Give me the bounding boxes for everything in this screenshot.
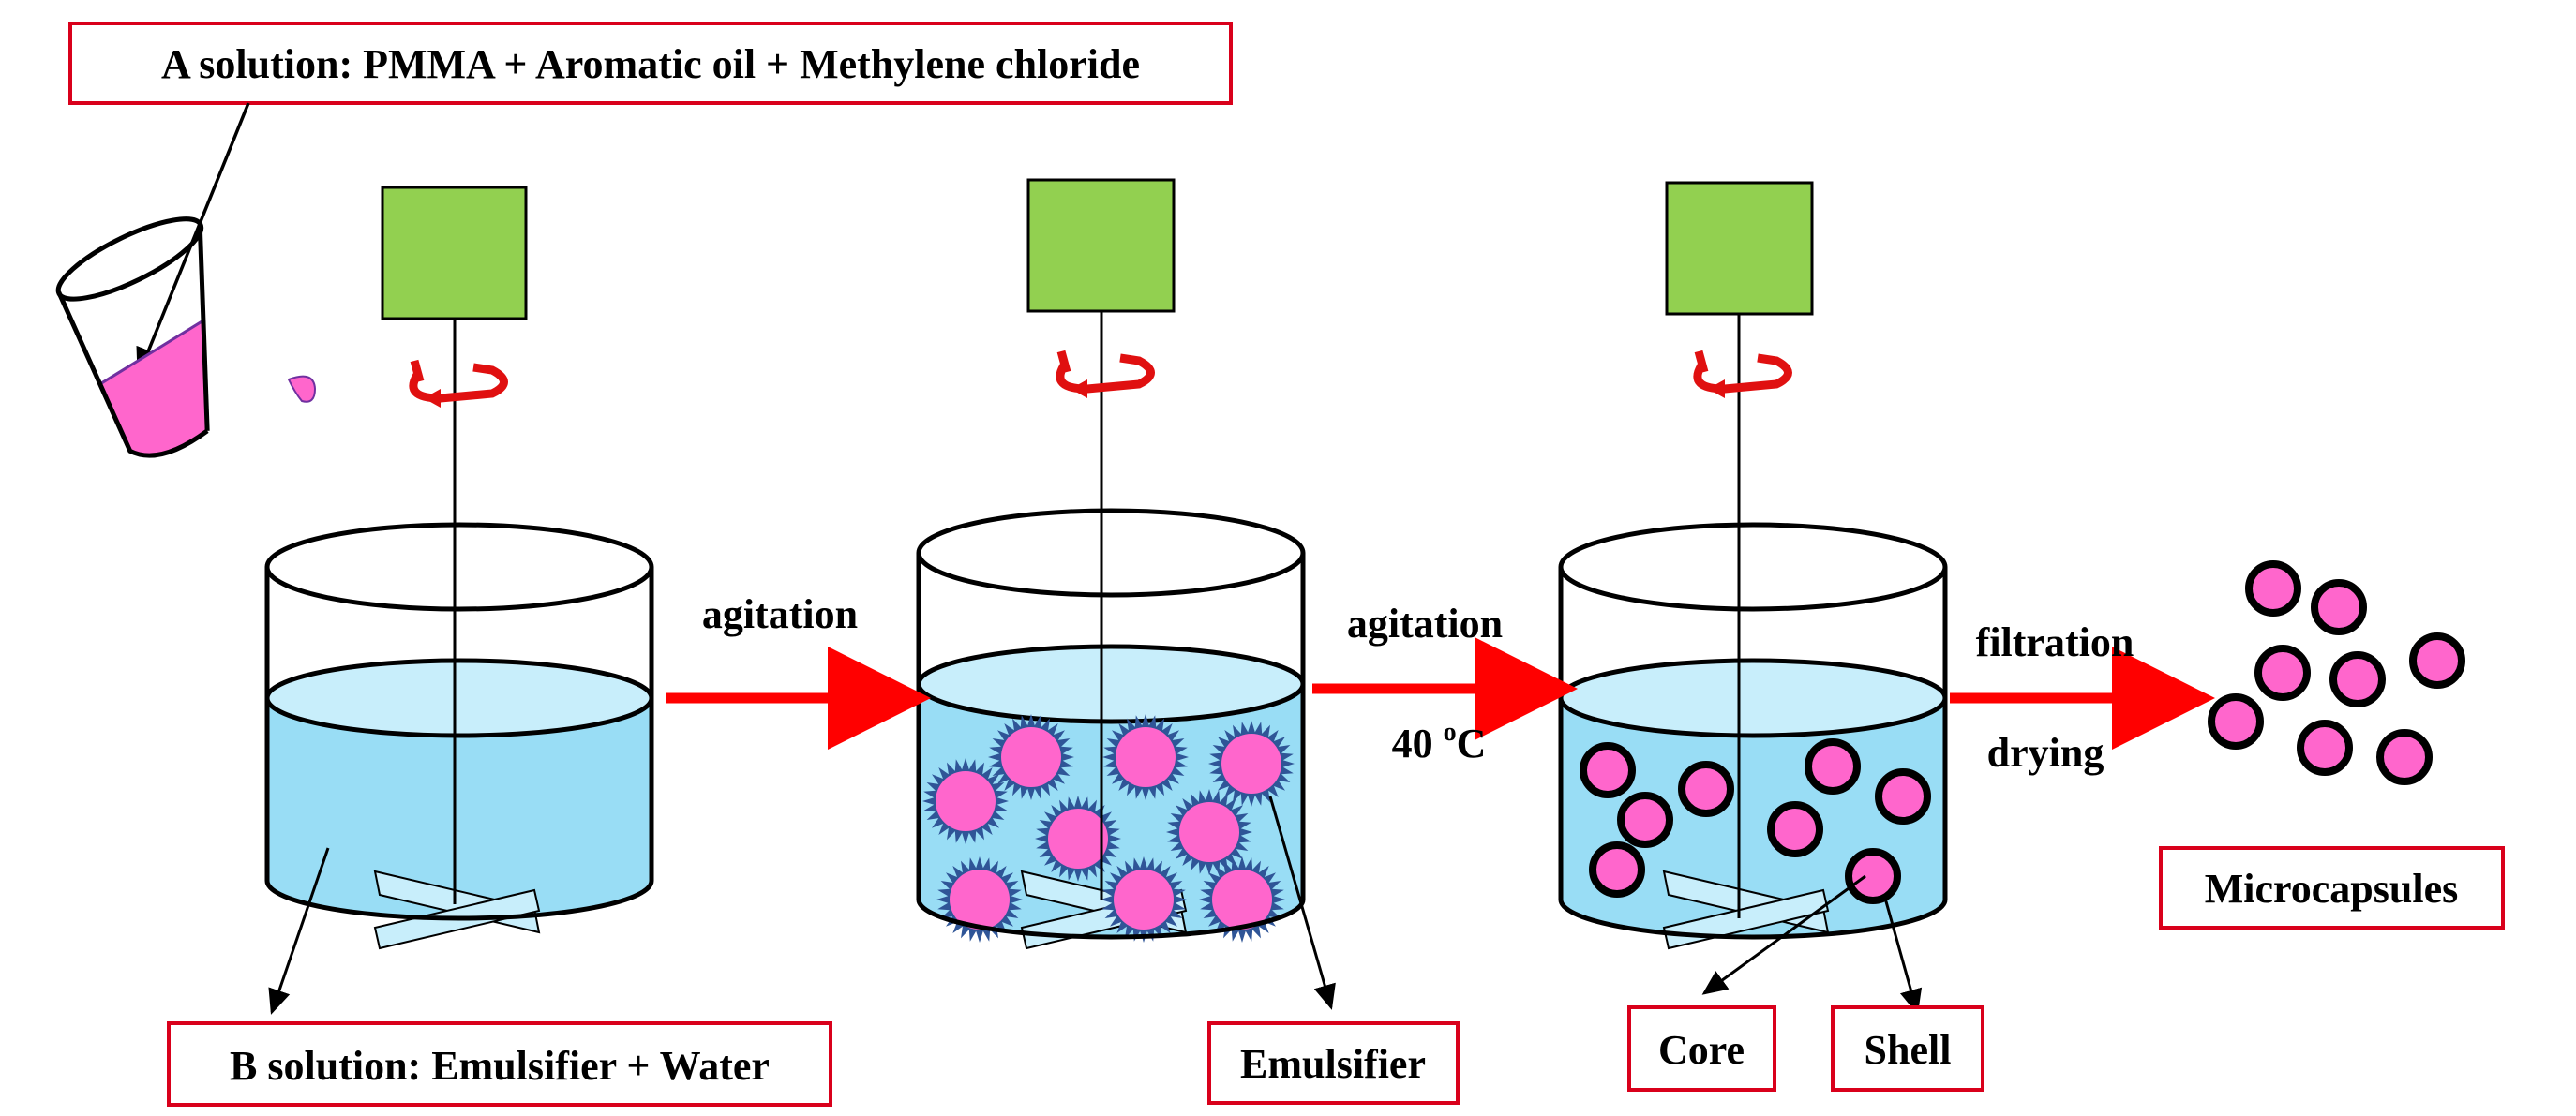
emulsifier-label: Emulsifier	[1207, 1021, 1460, 1105]
step3-label-drying: drying	[1987, 730, 2104, 776]
microcapsule	[1589, 841, 1645, 898]
step2-temperature: 40 oC	[1392, 718, 1487, 766]
microcapsule	[2311, 579, 2367, 635]
microcapsule	[2329, 651, 2386, 707]
vessel-1	[264, 186, 654, 950]
rotation-arrow-icon	[1693, 350, 1792, 398]
step1-label: agitation	[702, 591, 858, 637]
microcapsule	[1845, 848, 1901, 904]
shell-label: Shell	[1831, 1005, 1984, 1092]
emulsifier-coated-droplet	[1166, 789, 1252, 875]
vessel-2	[916, 178, 1306, 950]
motor-block	[1026, 178, 1176, 313]
svg-text:Core: Core	[1658, 1027, 1745, 1073]
microcapsule	[2245, 560, 2301, 617]
microcapsule	[1875, 768, 1931, 825]
microcapsule	[2376, 729, 2433, 785]
svg-text:B solution: Emulsifier + Water: B solution: Emulsifier + Water	[230, 1043, 770, 1089]
microcapsules-label: Microcapsules	[2159, 846, 2505, 930]
emulsifier-coated-droplet	[922, 758, 1009, 844]
emulsifier-coated-droplet	[1102, 714, 1189, 800]
capsules-in-vessel	[1580, 738, 1931, 904]
svg-text:Emulsifier: Emulsifier	[1240, 1041, 1426, 1087]
emulsifier-coated-droplet	[1101, 856, 1187, 943]
free-microcapsules	[2208, 560, 2465, 785]
core-label: Core	[1627, 1005, 1776, 1092]
motor-block	[381, 186, 528, 320]
rotation-arrow-icon	[409, 359, 508, 408]
emulsifier-pointer-line	[1268, 796, 1336, 1010]
microcapsule	[2254, 645, 2311, 701]
pour-drop	[287, 375, 317, 403]
emulsifier-coated-droplet	[1208, 721, 1295, 807]
emulsifier-coated-droplet	[988, 714, 1074, 800]
motor-block	[1665, 181, 1814, 316]
microcapsule	[1617, 792, 1673, 848]
shell-pointer-line	[1882, 894, 1923, 1015]
vessel-3	[1558, 181, 1948, 950]
microcapsule	[1580, 742, 1636, 798]
microcapsule	[2409, 632, 2465, 689]
b-solution-label: B solution: Emulsifier + Water	[167, 1021, 832, 1107]
core-pointer-line	[1701, 874, 1866, 995]
microcapsule	[2208, 693, 2264, 750]
microcapsule	[2297, 720, 2353, 776]
step2-label: agitation	[1347, 601, 1503, 647]
microcapsule	[1805, 738, 1861, 795]
emulsifier-coated-droplet	[1035, 796, 1121, 882]
svg-text:Microcapsules: Microcapsules	[2205, 866, 2459, 912]
emulsion-droplets	[922, 714, 1295, 943]
svg-text:Shell: Shell	[1865, 1027, 1952, 1073]
microcapsule	[1767, 801, 1823, 857]
svg-text:A solution: PMMA + Aromatic oi: A solution: PMMA + Aromatic oil + Methyl…	[161, 41, 1140, 87]
step3-label-filtration: filtration	[1976, 619, 2134, 665]
microcapsule	[1678, 761, 1734, 817]
b-solution-pointer-line	[268, 847, 330, 1015]
rotation-arrow-icon	[1056, 350, 1155, 398]
a-solution-label: A solution: PMMA + Aromatic oil + Methyl…	[68, 22, 1233, 105]
